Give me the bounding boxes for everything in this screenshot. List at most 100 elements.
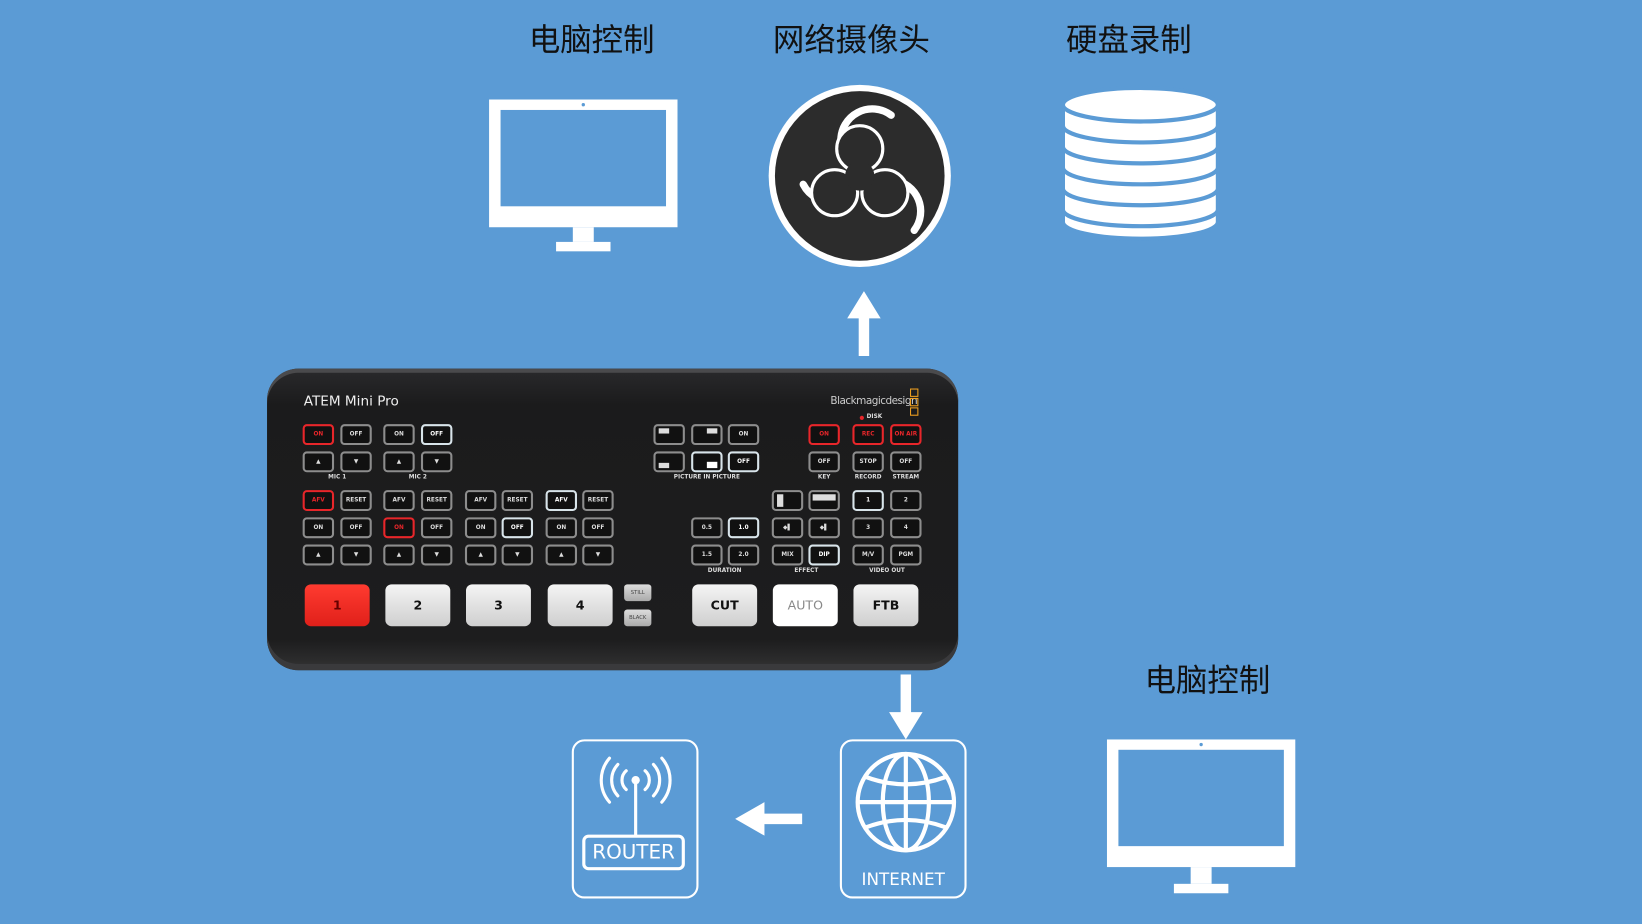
- wipe-horizontal-button[interactable]: [808, 490, 840, 512]
- panel-button[interactable]: ON: [383, 424, 415, 446]
- panel-button[interactable]: AFV: [464, 490, 497, 512]
- panel-button[interactable]: AFV: [545, 490, 578, 512]
- arrow-down-icon: [889, 674, 923, 740]
- section-label: VIDEO OUT: [869, 567, 905, 574]
- big-button-3[interactable]: 3: [466, 584, 531, 627]
- label-computer-control: 电脑控制: [528, 21, 655, 59]
- panel-button[interactable]: ▲: [302, 451, 335, 473]
- section-label: STREAM: [892, 474, 920, 481]
- panel-button[interactable]: ▲: [383, 544, 415, 566]
- panel-button[interactable]: OFF: [340, 424, 372, 446]
- panel-button[interactable]: REC: [852, 424, 884, 446]
- panel-button[interactable]: RESET: [420, 490, 453, 512]
- panel-button[interactable]: ▼: [420, 451, 453, 473]
- big-button-1[interactable]: 1: [304, 584, 370, 627]
- panel-button[interactable]: MIX: [771, 544, 804, 566]
- section-label: RECORD: [854, 474, 882, 481]
- panel-button[interactable]: PGM: [890, 544, 922, 566]
- section-label: EFFECT: [794, 567, 819, 574]
- panel-button[interactable]: RESET: [582, 490, 614, 512]
- panel-button[interactable]: AFV: [383, 490, 415, 512]
- panel-button[interactable]: OFF: [890, 451, 922, 473]
- section-label: PICTURE IN PICTURE: [673, 474, 740, 481]
- panel-button[interactable]: RESET: [501, 490, 534, 512]
- panel-button[interactable]: ▼: [420, 544, 453, 566]
- section-label: MIC 1: [328, 474, 347, 481]
- disk-indicator-icon: [859, 415, 864, 420]
- panel-button[interactable]: ON: [727, 424, 760, 446]
- panel-button[interactable]: 1: [852, 490, 884, 512]
- panel-button[interactable]: ▼: [582, 544, 614, 566]
- disk-label: DISK: [866, 413, 883, 420]
- pip-bottom-right-button[interactable]: [691, 451, 723, 473]
- panel-button[interactable]: OFF: [808, 451, 840, 473]
- big-button-4[interactable]: 4: [547, 584, 613, 627]
- panel-button[interactable]: OFF: [582, 517, 614, 539]
- brand-squares-icon: [910, 388, 919, 416]
- panel-button[interactable]: 1.0: [727, 517, 760, 539]
- internet-label: INTERNET: [861, 869, 945, 890]
- label-webcam: 网络摄像头: [772, 21, 930, 59]
- still-button[interactable]: STILL: [624, 584, 652, 602]
- panel-button[interactable]: AFV: [302, 490, 335, 512]
- database-icon: [1060, 85, 1220, 241]
- pip-bottom-left-button[interactable]: [653, 451, 685, 473]
- panel-button[interactable]: 1.5: [691, 544, 723, 566]
- panel-button[interactable]: ON: [383, 517, 415, 539]
- panel-button[interactable]: 4: [890, 517, 922, 539]
- wipe-horizontal-icon: [812, 494, 836, 501]
- big-button-auto[interactable]: AUTO: [772, 584, 838, 627]
- section-label: KEY: [817, 474, 831, 481]
- internet-box: INTERNET: [839, 739, 967, 899]
- label-disk-record: 硬盘录制: [1066, 21, 1192, 59]
- arrow-left-icon: [735, 802, 803, 836]
- wipe-left-button[interactable]: ◆▌: [808, 517, 840, 539]
- panel-button[interactable]: ▼: [501, 544, 534, 566]
- wipe-vertical-button[interactable]: [771, 490, 804, 512]
- router-label: ROUTER: [582, 834, 685, 871]
- panel-button[interactable]: 3: [852, 517, 884, 539]
- panel-button[interactable]: OFF: [501, 517, 534, 539]
- panel-button[interactable]: OFF: [340, 517, 372, 539]
- panel-button[interactable]: RESET: [340, 490, 372, 512]
- panel-button[interactable]: DIP: [808, 544, 840, 566]
- panel-button[interactable]: ON: [302, 424, 335, 446]
- label-computer-control-2: 电脑控制: [1144, 662, 1271, 700]
- panel-button[interactable]: ON: [808, 424, 840, 446]
- router-antenna-icon: [599, 756, 672, 838]
- panel-button[interactable]: OFF: [727, 451, 760, 473]
- panel-button[interactable]: ON: [302, 517, 335, 539]
- big-button-ftb[interactable]: FTB: [853, 584, 919, 627]
- panel-button[interactable]: OFF: [420, 424, 453, 446]
- panel-button[interactable]: OFF: [420, 517, 453, 539]
- wipe-right-button[interactable]: ◆▌: [771, 517, 804, 539]
- panel-button[interactable]: ON: [545, 517, 578, 539]
- panel-button[interactable]: ON AIR: [890, 424, 922, 446]
- globe-icon: [855, 751, 957, 853]
- wipe-vertical-icon: [777, 494, 784, 507]
- black-button[interactable]: BLACK: [624, 609, 652, 627]
- pip-top-left-button[interactable]: [653, 424, 685, 446]
- panel-button[interactable]: ▲: [383, 451, 415, 473]
- section-label: DURATION: [707, 567, 742, 574]
- panel-button[interactable]: ▼: [340, 451, 372, 473]
- panel-button[interactable]: ▲: [464, 544, 497, 566]
- big-button-cut[interactable]: CUT: [692, 584, 758, 627]
- pip-bottom-right-icon: [706, 461, 718, 469]
- panel-button[interactable]: STOP: [852, 451, 884, 473]
- panel-button[interactable]: 2.0: [727, 544, 760, 566]
- panel-button[interactable]: ON: [464, 517, 497, 539]
- panel-button[interactable]: 2: [890, 490, 922, 512]
- panel-button[interactable]: ▲: [302, 544, 335, 566]
- panel-button[interactable]: 0.5: [691, 517, 723, 539]
- pip-top-right-icon: [706, 428, 718, 434]
- monitor-icon: [489, 99, 678, 252]
- pip-top-right-button[interactable]: [691, 424, 723, 446]
- panel-button[interactable]: ▼: [340, 544, 372, 566]
- obs-logo-icon: [768, 84, 951, 268]
- panel-button[interactable]: M/V: [852, 544, 884, 566]
- big-button-2[interactable]: 2: [385, 584, 451, 627]
- panel-button[interactable]: ▲: [545, 544, 578, 566]
- brand-logo: Blackmagicdesign: [830, 395, 918, 408]
